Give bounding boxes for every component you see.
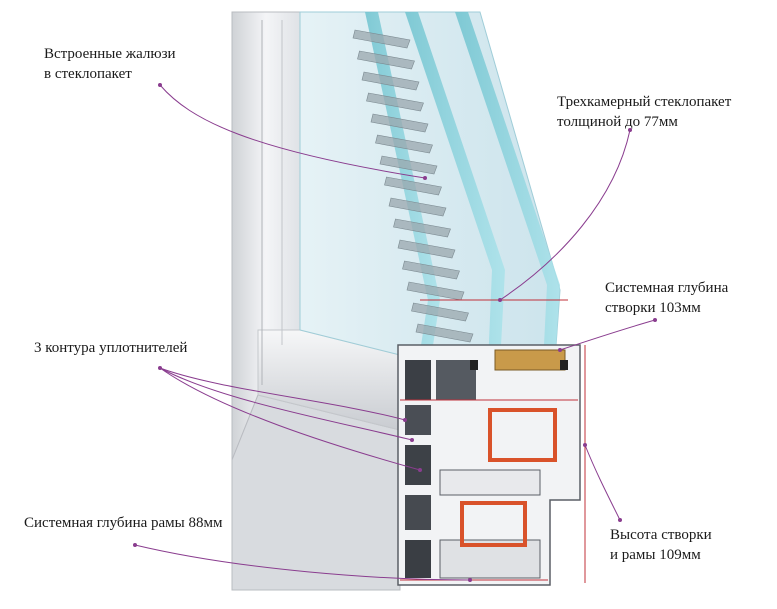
- dimension-lines: [400, 299, 586, 583]
- blind-slat: [393, 218, 451, 238]
- blind-slat: [415, 323, 474, 343]
- blind-slat: [361, 71, 420, 91]
- blind-slat: [375, 134, 433, 154]
- blind-slat: [384, 176, 442, 196]
- callout-glazing-line2: толщиной до 77мм: [557, 114, 678, 130]
- callout-glazing-line1: Трехкамерный стеклопакет: [557, 94, 732, 110]
- callout-height-line1: Высота створки: [610, 527, 712, 543]
- blind-slat: [352, 29, 411, 49]
- blind-slat: [397, 239, 456, 259]
- callout-height-line2: и рамы 109мм: [610, 547, 701, 563]
- callout-frame-depth: Системная глубина рамы 88мм: [24, 513, 222, 533]
- callout-seals: 3 контура уплотнителей: [34, 338, 187, 358]
- callout-blinds: Встроенные жалюзи в стеклопакет: [44, 44, 176, 84]
- window-frame: [231, 11, 421, 591]
- blind-slat: [411, 302, 469, 322]
- callout-sash-depth-line1: Системная глубина: [605, 280, 729, 296]
- callout-glazing: Трехкамерный стеклопакет толщиной до 77м…: [557, 92, 731, 132]
- callout-sash-depth-line2: створки 103мм: [605, 300, 701, 316]
- callout-height: Высота створки и рамы 109мм: [610, 525, 712, 565]
- leader-lines: [134, 84, 656, 581]
- blind-slat: [370, 113, 429, 133]
- callout-blinds-line2: в стеклопакет: [44, 66, 132, 82]
- blind-slat: [357, 50, 415, 70]
- blind-slat: [366, 92, 424, 112]
- blind-slat: [379, 155, 438, 175]
- blind-slat: [402, 260, 460, 280]
- callout-blinds-line1: Встроенные жалюзи: [44, 46, 176, 62]
- callout-seals-line1: 3 контура уплотнителей: [34, 340, 188, 356]
- callout-frame-depth-line1: Системная глубина рамы 88мм: [24, 515, 223, 531]
- profile-cross-section: [397, 344, 581, 586]
- integrated-blinds: [352, 29, 474, 343]
- callout-sash-depth: Системная глубина створки 103мм: [605, 278, 728, 318]
- leader-dots: [133, 83, 657, 582]
- blind-slat: [388, 197, 447, 217]
